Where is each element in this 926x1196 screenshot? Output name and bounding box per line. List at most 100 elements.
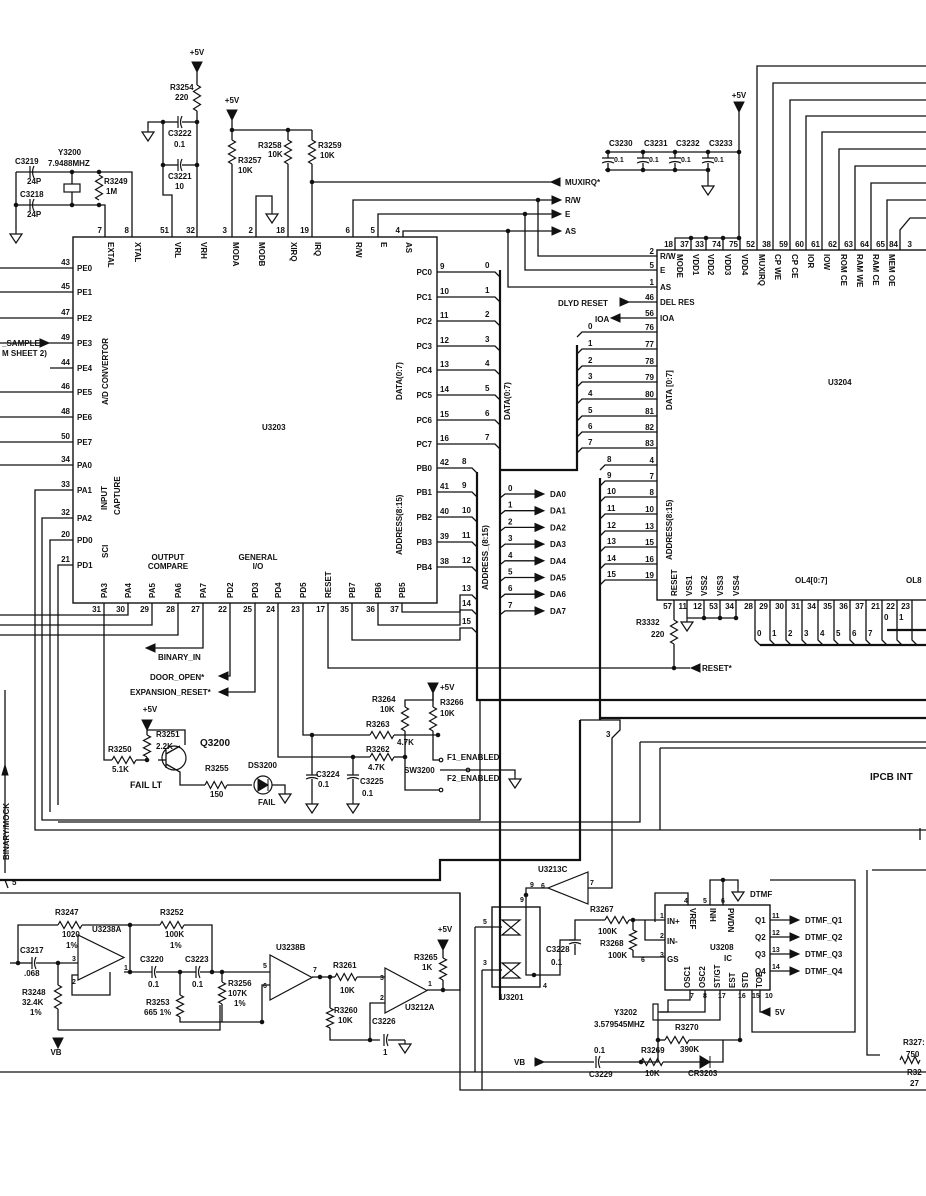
pin-name: PB6 xyxy=(374,582,383,598)
pin-name: VREF xyxy=(688,908,697,929)
pin-name: Q2 xyxy=(755,933,766,942)
resistor-symbol xyxy=(325,1007,335,1029)
dtmf-q-signal: DTMF_Q2 xyxy=(805,933,843,942)
r3248-ref: R3248 xyxy=(22,988,46,997)
bus-bit: 1 xyxy=(485,286,490,295)
wire xyxy=(754,600,761,646)
pin-number: 7 xyxy=(690,993,694,1000)
bus-bit: 14 xyxy=(607,554,616,563)
wire xyxy=(147,121,163,128)
dtmf-q-signal: DTMF_Q4 xyxy=(805,967,843,976)
c3233-value: 0.1 xyxy=(714,157,724,164)
resistor-symbol xyxy=(640,1057,664,1067)
wire xyxy=(302,603,370,736)
bus-bit: 11 xyxy=(607,504,616,513)
e-signal: E xyxy=(565,210,571,219)
bus-bit: 13 xyxy=(607,537,616,546)
arrow-right-icon xyxy=(39,338,51,348)
bus-line xyxy=(0,720,582,882)
capacitor-symbol xyxy=(383,1033,389,1047)
c3222-ref: C3222 xyxy=(168,129,192,138)
wire xyxy=(537,200,657,257)
pin-number: 48 xyxy=(61,407,70,416)
pin-number: 3 xyxy=(483,960,487,967)
wire xyxy=(499,543,535,549)
arrow-right-icon xyxy=(789,966,801,976)
pin-number: 7 xyxy=(313,967,317,974)
wire xyxy=(525,887,548,976)
pin-number: 22 xyxy=(886,602,895,611)
wire xyxy=(277,603,370,758)
wire xyxy=(524,214,657,271)
pin-number: 6 xyxy=(541,883,545,890)
u3208-ref: U3208 xyxy=(710,943,734,952)
pin-number: 31 xyxy=(92,605,101,614)
pin-name: PA5 xyxy=(148,582,157,598)
vb-label: VB xyxy=(50,1048,61,1057)
c3219-ref: C3219 xyxy=(15,157,39,166)
pin-name: PE6 xyxy=(77,413,93,422)
resistor-symbol xyxy=(227,139,237,165)
pin-number: 37 xyxy=(390,605,399,614)
pin-name: Q3 xyxy=(755,950,766,959)
resistor-symbol xyxy=(628,929,638,951)
wire xyxy=(632,950,665,958)
wire xyxy=(377,213,552,237)
pin-name: GS xyxy=(667,955,679,964)
u3208-suffix: IC xyxy=(724,954,732,963)
pin-number: 56 xyxy=(645,309,654,318)
c3221-value: 10 xyxy=(175,182,184,191)
ground-icon xyxy=(507,775,523,790)
pin-number: 2 xyxy=(380,995,384,1002)
pin-number: 6 xyxy=(346,226,351,235)
pin-number: 18 xyxy=(664,240,673,249)
resistor-symbol xyxy=(142,734,152,758)
da-signal: DA6 xyxy=(550,590,567,599)
pin-number: 5 xyxy=(483,919,487,926)
wire xyxy=(16,171,133,237)
pin-number: 37 xyxy=(680,240,689,249)
r3253-ref: R3253 xyxy=(146,998,170,1007)
ioa-signal: IOA xyxy=(595,315,609,324)
junction-dot xyxy=(505,228,511,234)
r3251-value: 2.2K xyxy=(156,742,173,751)
arrow-left-icon xyxy=(217,671,229,681)
r3248-value: 32.4K xyxy=(22,998,44,1007)
r3266-value: 10K xyxy=(440,709,455,718)
pin-number: 50 xyxy=(61,432,70,441)
capacitor-symbol xyxy=(636,157,650,164)
pin-name: RESET xyxy=(324,571,333,598)
pin-number: 49 xyxy=(61,333,70,342)
pin-name: RAM WE xyxy=(855,254,864,288)
bus-bit: 2 xyxy=(588,356,593,365)
capacitor-symbol xyxy=(177,115,183,129)
pin-number: 74 xyxy=(712,240,721,249)
wire xyxy=(401,594,478,613)
c3229-ref: C3229 xyxy=(589,1070,613,1079)
r3252-value: 100K xyxy=(165,930,184,939)
capacitor-symbol xyxy=(668,157,682,164)
pin-number: 34 xyxy=(725,602,734,611)
resistor-symbol xyxy=(428,706,438,732)
wire xyxy=(404,693,434,707)
pin-number: 46 xyxy=(645,293,654,302)
power-arrow-icon xyxy=(191,61,203,74)
wire xyxy=(352,199,552,237)
pin-number: 7 xyxy=(590,880,594,887)
bus-bit: 5 xyxy=(508,568,513,577)
pin-name: RAM CE xyxy=(871,254,880,286)
pin-number: 1 xyxy=(428,981,432,988)
wire xyxy=(184,924,213,972)
pin-number: 4 xyxy=(650,456,655,465)
pin-name: PC3 xyxy=(416,342,432,351)
pin-number: 30 xyxy=(116,605,125,614)
pin-number: 12 xyxy=(693,602,702,611)
as-signal: AS xyxy=(565,227,577,236)
da-signal: DA5 xyxy=(550,574,567,583)
wire xyxy=(440,769,516,775)
r3270-ref: R3270 xyxy=(675,1023,699,1032)
capacitor-symbol xyxy=(701,157,715,164)
c3218-ref: C3218 xyxy=(20,190,44,199)
power-arrow-icon xyxy=(427,682,439,695)
bus-bit: 15 xyxy=(607,570,616,579)
